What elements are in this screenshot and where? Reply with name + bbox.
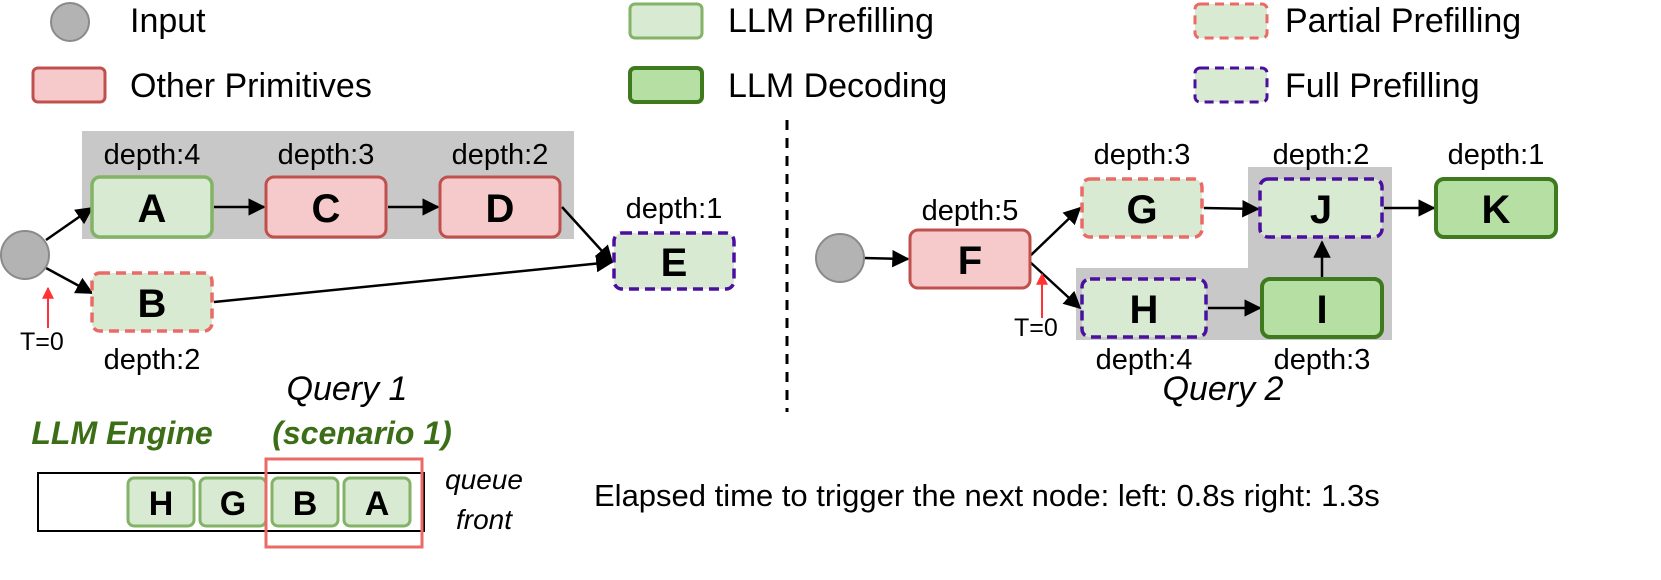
queue-item-h-label: H xyxy=(149,485,174,523)
edge-g-j xyxy=(1203,199,1260,218)
query2-start-label: T=0 xyxy=(1014,314,1058,342)
query2-diagram: T=0 F depth:5 G depth:3 H depth:4 I dept… xyxy=(815,139,1558,408)
node-f-label: F xyxy=(958,239,982,283)
node-g-depth: depth:3 xyxy=(1094,139,1191,171)
node-e-label: E xyxy=(661,241,688,285)
edge-input-a xyxy=(45,206,94,242)
node-i-depth: depth:3 xyxy=(1274,344,1371,376)
node-i-label: I xyxy=(1316,288,1327,332)
node-a-label: A xyxy=(138,187,167,231)
query1-diagram: T=0 A depth:4 C depth:3 D depth:2 B dept… xyxy=(0,131,736,451)
node-h-depth: depth:4 xyxy=(1096,344,1193,376)
query1-subtitle: (scenario 1) xyxy=(272,415,452,451)
node-f: F xyxy=(908,228,1032,290)
elapsed-time-text: Elapsed time to trigger the next node: l… xyxy=(594,478,1380,513)
query1-input-node xyxy=(0,230,50,280)
legend-llm-prefilling-label: LLM Prefilling xyxy=(728,2,934,40)
node-d: D xyxy=(438,175,562,239)
node-b-label: B xyxy=(138,282,167,326)
queue-item-a: A xyxy=(342,476,412,528)
edge-f-g xyxy=(1029,206,1082,257)
node-b: B xyxy=(90,271,214,333)
query2-input-node xyxy=(815,233,865,283)
edge-b-e xyxy=(213,254,614,304)
query1-batch-highlight xyxy=(264,457,424,549)
node-k-label: K xyxy=(1482,188,1511,232)
node-d-label: D xyxy=(486,187,515,231)
node-a: A xyxy=(90,175,214,239)
node-c-depth: depth:3 xyxy=(278,139,375,171)
queue-item-g-label: G xyxy=(220,485,246,523)
node-k: K xyxy=(1434,177,1558,239)
llm-prefilling-legend-swatch xyxy=(628,2,704,40)
node-a-depth: depth:4 xyxy=(104,139,201,171)
node-e: E xyxy=(612,231,736,291)
node-e-depth: depth:1 xyxy=(626,193,723,225)
node-f-depth: depth:5 xyxy=(922,195,1019,227)
node-h: H xyxy=(1080,277,1208,339)
query1-title: Query 1 xyxy=(287,370,408,408)
node-g: G xyxy=(1080,177,1204,239)
input-legend-swatch xyxy=(50,2,90,42)
legend-input-label: Input xyxy=(130,2,206,40)
queue-item-b: B xyxy=(270,476,340,528)
partial-prefilling-legend-swatch xyxy=(1193,2,1269,40)
engine-title: LLM Engine xyxy=(31,415,212,451)
queue-item-h: H xyxy=(126,476,196,528)
node-h-label: H xyxy=(1130,288,1159,332)
llm-decoding-legend-swatch xyxy=(628,66,704,104)
legend: Input Other Primitives LLM Prefilling LL… xyxy=(31,2,1521,105)
node-c: C xyxy=(264,175,388,239)
edge-d-e xyxy=(561,206,614,264)
legend-full-prefilling-label: Full Prefilling xyxy=(1285,67,1480,105)
edge-input-b xyxy=(45,266,94,295)
legend-other-primitives-label: Other Primitives xyxy=(130,67,372,105)
other-primitives-legend-swatch xyxy=(31,66,107,104)
queue-item-a-label: A xyxy=(365,485,390,523)
node-b-depth: depth:2 xyxy=(104,344,201,376)
queue-front-label-line2: front xyxy=(456,504,513,535)
node-j-label: J xyxy=(1310,188,1332,232)
node-j-depth: depth:2 xyxy=(1273,139,1370,171)
node-c-label: C xyxy=(312,187,341,231)
queue-item-b-label: B xyxy=(293,485,318,523)
edge-f-h xyxy=(1029,261,1082,310)
full-prefilling-legend-swatch xyxy=(1193,66,1269,104)
node-i: I xyxy=(1260,277,1384,339)
query1-start-label: T=0 xyxy=(20,328,64,356)
llm-engine: LLM Engine H G B A queue front xyxy=(31,415,523,549)
query2-title: Query 2 xyxy=(1163,370,1284,408)
node-k-depth: depth:1 xyxy=(1448,139,1545,171)
queue-front-label-line1: queue xyxy=(445,464,523,495)
node-g-label: G xyxy=(1126,188,1157,232)
queue-item-g: G xyxy=(198,476,268,528)
legend-partial-prefilling-label: Partial Prefilling xyxy=(1285,2,1521,40)
node-j: J xyxy=(1258,177,1384,239)
node-d-depth: depth:2 xyxy=(452,139,549,171)
legend-llm-decoding-label: LLM Decoding xyxy=(728,67,947,105)
edge-input-f xyxy=(863,249,910,268)
